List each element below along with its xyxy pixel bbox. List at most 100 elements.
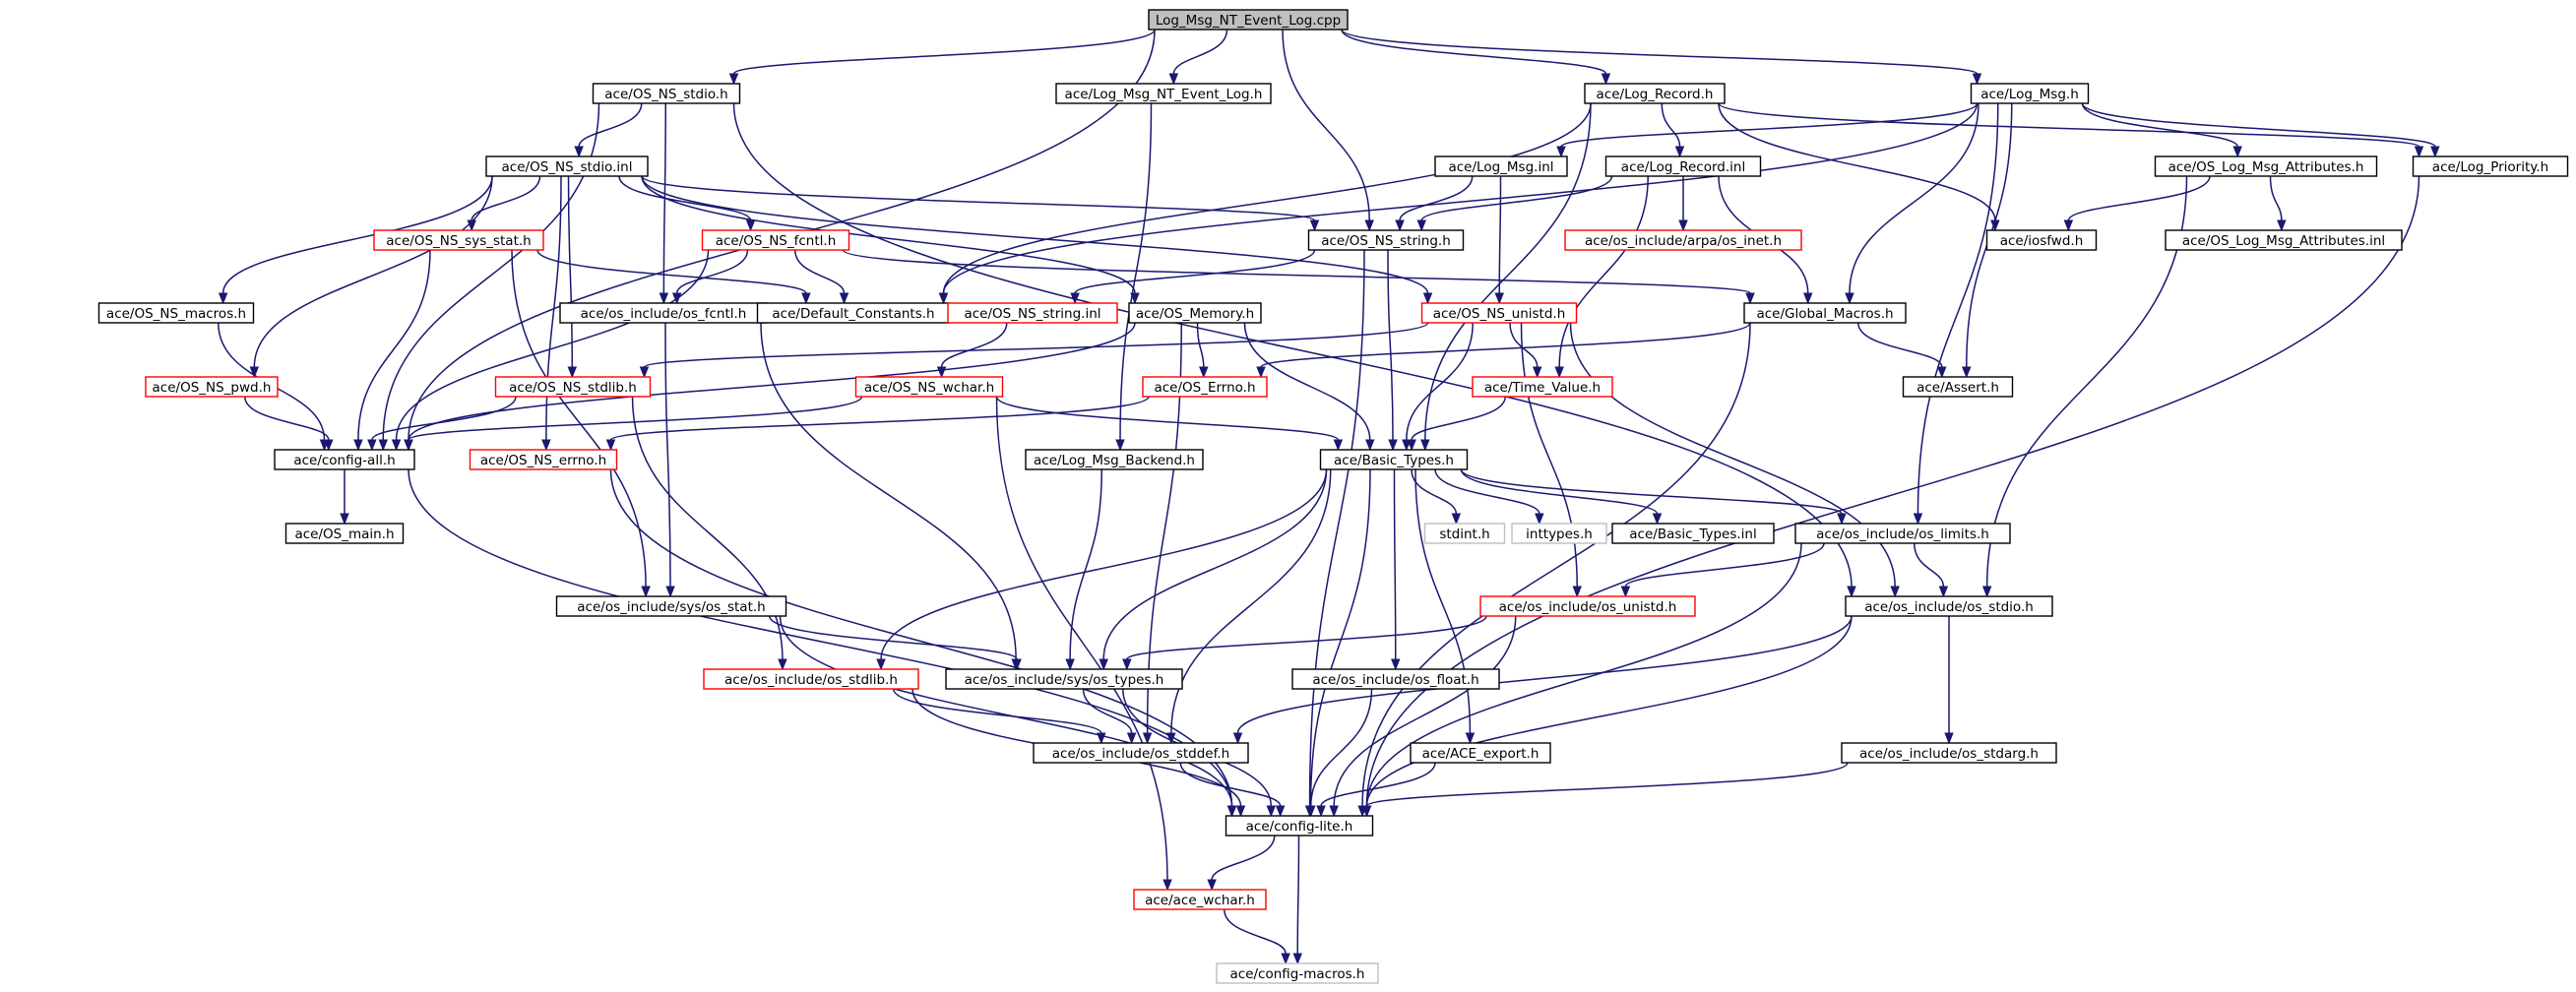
node-os-errno-h[interactable]: ace/OS_Errno.h [1142, 376, 1268, 398]
edge-arrowhead [936, 366, 947, 379]
edge-arrowhead [839, 292, 849, 305]
node-box [945, 668, 1183, 690]
node-os-ns-pwd-h[interactable]: ace/OS_NS_pwd.h [145, 376, 279, 398]
node-box [1423, 523, 1506, 544]
node-os-include-os-stdio-h[interactable]: ace/os_include/os_stdio.h [1845, 595, 2053, 617]
node-box [2412, 155, 2569, 177]
node-label: ace/OS_NS_stdio.h [604, 87, 727, 102]
node-os-ns-string-inl[interactable]: ace/OS_NS_string.inl [947, 302, 1118, 324]
node-log-msg-nt-event-log-h[interactable]: ace/Log_Msg_NT_Event_Log.h [1055, 83, 1272, 104]
edge-log_record_h-to-log_priority_h [1718, 102, 2424, 158]
edge-arrowhead [1572, 586, 1582, 598]
edge-config_lite_h-to-ace_wchar_h [1207, 835, 1276, 892]
node-sys-os-types-h[interactable]: ace/os_include/sys/os_types.h [945, 668, 1183, 690]
node-os-include-os-stdlib-h[interactable]: ace/os_include/os_stdlib.h [703, 668, 919, 690]
node-os-include-os-stddef-h[interactable]: ace/os_include/os_stddef.h [1033, 742, 1249, 764]
node-os-ns-string-h[interactable]: ace/OS_NS_string.h [1307, 229, 1465, 251]
edge-line [1172, 29, 1228, 75]
node-box [1970, 83, 2090, 104]
node-os-include-os-unistd-h[interactable]: ace/os_include/os_unistd.h [1479, 595, 1696, 617]
node-box [1479, 595, 1696, 617]
edge-line [995, 396, 1340, 441]
node-box [2165, 229, 2403, 251]
edge-arrowhead [1309, 219, 1320, 232]
node-label: ace/os_include/os_float.h [1312, 672, 1478, 688]
edge-os_ns_stdio_h-to-os_include_os_fcntl_h [659, 102, 669, 305]
edge-arrowhead [1364, 219, 1374, 232]
node-log-msg-backend-h[interactable]: ace/Log_Msg_Backend.h [1025, 449, 1204, 470]
node-root[interactable]: Log_Msg_NT_Event_Log.cpp [1148, 9, 1349, 31]
node-os-ns-sys-stat-h[interactable]: ace/OS_NS_sys_stat.h [373, 229, 544, 251]
node-os-include-os-float-h[interactable]: ace/os_include/os_float.h [1291, 668, 1500, 690]
edge-line [732, 29, 1156, 75]
node-box [1142, 376, 1268, 398]
node-stdint-h: stdint.h [1423, 523, 1506, 544]
node-log-record-inl[interactable]: ace/Log_Record.inl [1604, 155, 1762, 177]
node-ace-wchar-h[interactable]: ace/ace_wchar.h [1133, 889, 1267, 910]
node-os-ns-fcntl-h[interactable]: ace/OS_NS_fcntl.h [701, 229, 850, 251]
node-label: ace/Log_Record.inl [1621, 159, 1745, 175]
node-os-ns-errno-h[interactable]: ace/OS_NS_errno.h [469, 449, 618, 470]
node-log-record-h[interactable]: ace/Log_Record.h [1584, 83, 1726, 104]
node-config-lite-h[interactable]: ace/config-lite.h [1225, 815, 1374, 837]
edge-arrowhead [1422, 292, 1433, 305]
node-os-ns-unistd-h[interactable]: ace/OS_NS_unistd.h [1420, 302, 1578, 324]
edge-os_ns_stdio_h-to-os_include_os_stdio_h [732, 102, 1856, 598]
edge-line [471, 175, 541, 221]
node-os-include-os-fcntl-h[interactable]: ace/os_include/os_fcntl.h [559, 302, 768, 324]
node-os-ns-wchar-h[interactable]: ace/OS_NS_wchar.h [854, 376, 1004, 398]
edge-line [1224, 908, 1287, 955]
edge-log_msg_h-to-default_constants_h [938, 102, 1979, 305]
node-global-macros-h[interactable]: ace/Global_Macros.h [1743, 302, 1907, 324]
edge-arrowhead [1130, 292, 1140, 305]
node-label: ace/config-lite.h [1246, 819, 1353, 835]
edge-line [357, 249, 431, 441]
edge-log_msg_h-to-log_msg_inl [1556, 102, 1979, 158]
edge-arrowhead [1962, 366, 1972, 379]
edge-line [371, 396, 517, 441]
node-arpa-inet-h[interactable]: ace/os_include/arpa/os_inet.h [1564, 229, 1802, 251]
node-basic-types-h[interactable]: ace/Basic_Types.h [1319, 449, 1469, 470]
node-iosfwd-h[interactable]: ace/iosfwd.h [1985, 229, 2098, 251]
node-log-msg-h[interactable]: ace/Log_Msg.h [1970, 83, 2090, 104]
node-basic-types-inl[interactable]: ace/Basic_Types.inl [1611, 523, 1775, 544]
node-label: ace/Log_Msg.inl [1448, 159, 1553, 175]
node-os-log-msg-attributes-inl[interactable]: ace/OS_Log_Msg_Attributes.inl [2165, 229, 2403, 251]
node-os-ns-stdio-inl[interactable]: ace/OS_NS_stdio.inl [485, 155, 649, 177]
node-log-msg-inl[interactable]: ace/Log_Msg.inl [1434, 155, 1568, 177]
edge-ace_export_h-to-config_lite_h [1316, 762, 1436, 818]
node-os-ns-stdlib-h[interactable]: ace/OS_NS_stdlib.h [494, 376, 652, 398]
node-label: inttypes.h [1526, 527, 1593, 542]
edge-line [1406, 322, 1474, 441]
node-os-include-os-limits-h[interactable]: ace/os_include/os_limits.h [1794, 523, 2011, 544]
node-os-ns-stdio-h[interactable]: ace/OS_NS_stdio.h [592, 83, 741, 104]
edge-arrowhead [340, 513, 349, 526]
node-os-log-msg-attributes-h[interactable]: ace/OS_Log_Msg_Attributes.h [2154, 155, 2378, 177]
edge-os_ns_wchar_h-to-ace_wchar_h [995, 396, 1172, 892]
node-os-memory-h[interactable]: ace/OS_Memory.h [1128, 302, 1262, 324]
node-default-constants-h[interactable]: ace/Default_Constants.h [756, 302, 951, 324]
node-config-all-h[interactable]: ace/config-all.h [274, 449, 415, 470]
node-assert-h[interactable]: ace/Assert.h [1902, 376, 2014, 398]
node-os-include-os-stdarg-h[interactable]: ace/os_include/os_stdarg.h [1841, 742, 2057, 764]
edge-line [842, 249, 1751, 294]
edge-line [1341, 29, 1979, 75]
node-log-priority-h[interactable]: ace/Log_Priority.h [2412, 155, 2569, 177]
node-label: stdint.h [1439, 527, 1489, 542]
edge-os_include_os_fcntl_h-to-sys_os_stat_h [664, 322, 675, 598]
edge-arrowhead [641, 586, 651, 598]
node-os-ns-macros-h[interactable]: ace/OS_NS_macros.h [97, 302, 255, 324]
edge-arrowhead [1845, 292, 1854, 305]
node-os-main-h[interactable]: ace/OS_main.h [284, 523, 405, 544]
edge-os_log_msg_attributes_h-to-os_include_os_stdio_h [1981, 175, 2188, 598]
node-ace-export-h[interactable]: ace/ACE_export.h [1410, 742, 1551, 764]
edge-time_value_h-to-basic_types_h [1407, 396, 1506, 452]
edge-line [1916, 102, 1999, 515]
node-box [274, 449, 415, 470]
edge-basic_types_h-to-os_include_os_float_h [1391, 468, 1401, 671]
node-label: ace/ACE_export.h [1422, 746, 1539, 762]
node-sys-os-stat-h[interactable]: ace/os_include/sys/os_stat.h [555, 595, 787, 617]
node-time-value-h[interactable]: ace/Time_Value.h [1472, 376, 1613, 398]
edge-line [1411, 396, 1506, 441]
node-label: ace/Log_Msg_Backend.h [1034, 453, 1195, 468]
